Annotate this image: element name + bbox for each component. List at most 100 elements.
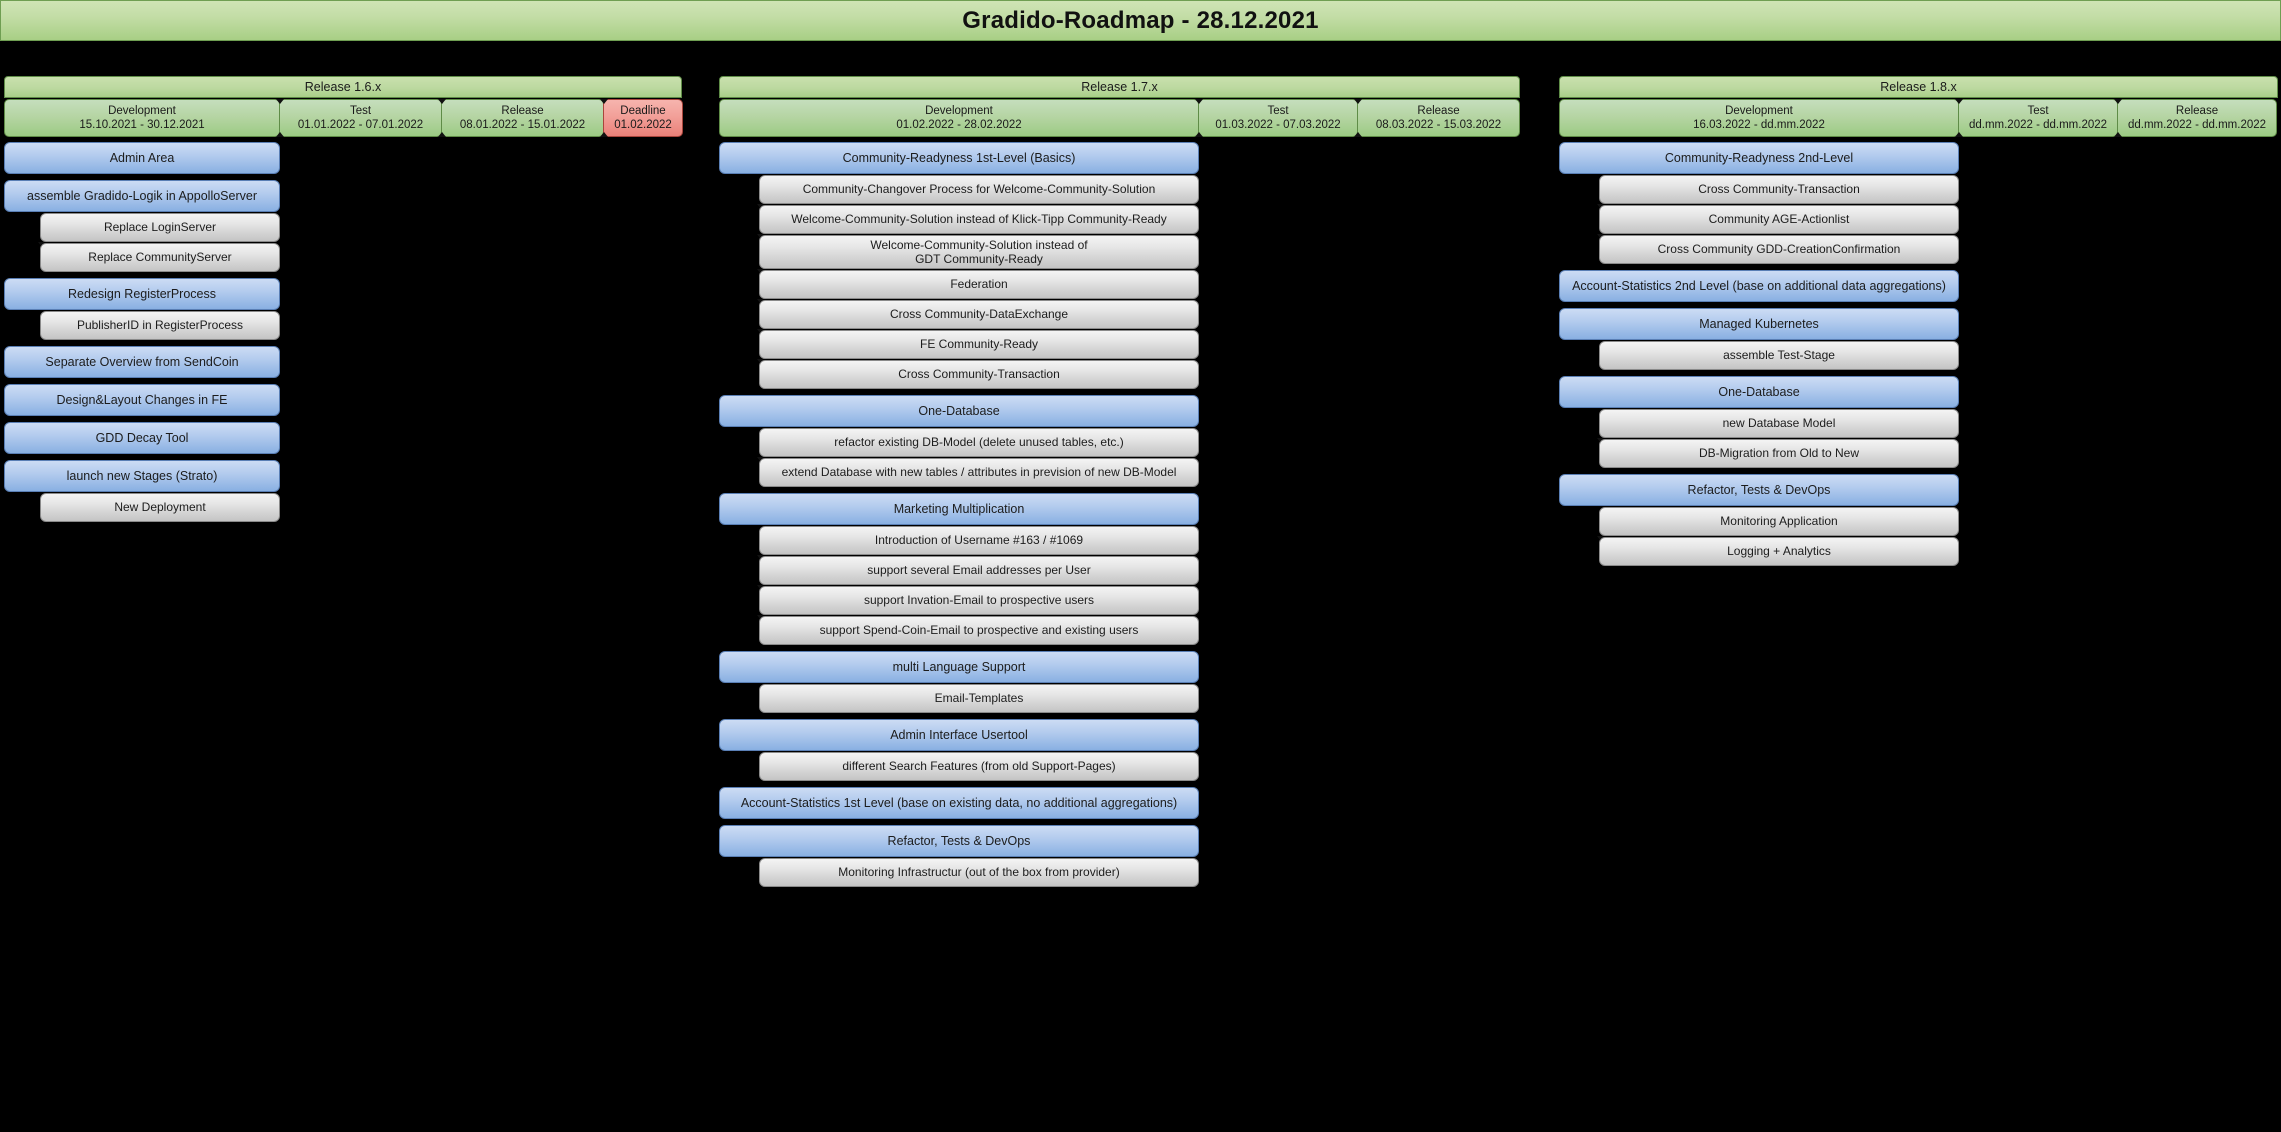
- page-title: Gradido-Roadmap - 28.12.2021: [962, 6, 1319, 34]
- task-sub[interactable]: different Search Features (from old Supp…: [759, 752, 1199, 781]
- task-main[interactable]: Redesign RegisterProcess: [4, 278, 280, 310]
- task-sub[interactable]: DB-Migration from Old to New: [1597, 438, 1959, 468]
- task-group: Managed Kubernetes assemble Test-Stage: [1559, 308, 2278, 370]
- phase-cell[interactable]: Release 08.03.2022 - 15.03.2022: [1354, 99, 1520, 137]
- task-sub[interactable]: New Deployment: [40, 493, 280, 522]
- task-sub[interactable]: Cross Community-DataExchange: [757, 299, 1199, 329]
- task-sub[interactable]: Welcome-Community-Solution instead of Kl…: [757, 204, 1199, 234]
- task-sub[interactable]: Email-Templates: [759, 684, 1199, 713]
- task-sub[interactable]: support Invation-Email to prospective us…: [757, 585, 1199, 615]
- task-sub-label: FE Community-Ready: [919, 337, 1039, 352]
- phase-name: Deadline: [620, 104, 666, 117]
- task-sub[interactable]: Monitoring Application: [1599, 507, 1959, 536]
- task-main[interactable]: Admin Area: [4, 142, 280, 174]
- task-main[interactable]: Managed Kubernetes: [1559, 308, 1959, 340]
- release-header: Release 1.7.x: [719, 76, 1520, 98]
- task-sub[interactable]: Replace CommunityServer: [38, 242, 280, 272]
- task-sub[interactable]: Welcome-Community-Solution instead of GD…: [757, 234, 1199, 269]
- task-sub[interactable]: Cross Community GDD-CreationConfirmation: [1597, 234, 1959, 264]
- task-sub-label: assemble Test-Stage: [1723, 348, 1835, 363]
- task-sub[interactable]: Community AGE-Actionlist: [1597, 204, 1959, 234]
- task-main[interactable]: Separate Overview from SendCoin: [4, 346, 280, 378]
- phase-name: Development: [108, 104, 176, 117]
- phase-cell[interactable]: Test dd.mm.2022 - dd.mm.2022: [1955, 99, 2118, 137]
- phase-deadline[interactable]: Deadline 01.02.2022: [600, 99, 683, 137]
- task-sub[interactable]: FE Community-Ready: [757, 329, 1199, 359]
- phase-dates: 08.03.2022 - 15.03.2022: [1375, 119, 1502, 131]
- phase-dates: dd.mm.2022 - dd.mm.2022: [2127, 119, 2267, 131]
- task-sub-label: extend Database with new tables / attrib…: [781, 465, 1177, 480]
- task-group: Account-Statistics 1st Level (base on ex…: [719, 787, 1520, 819]
- task-main[interactable]: multi Language Support: [719, 651, 1199, 683]
- task-sub[interactable]: Introduction of Username #163 / #1069: [759, 526, 1199, 555]
- release-header: Release 1.6.x: [4, 76, 682, 98]
- task-sub-label: support Spend-Coin-Email to prospective …: [819, 623, 1139, 638]
- task-main[interactable]: Refactor, Tests & DevOps: [1559, 474, 1959, 506]
- task-main[interactable]: Admin Interface Usertool: [719, 719, 1199, 751]
- task-sub-label: Community AGE-Actionlist: [1708, 212, 1850, 227]
- task-sub[interactable]: Replace LoginServer: [40, 213, 280, 242]
- task-sub-label: Federation: [950, 277, 1008, 292]
- phase-dates: 01.02.2022: [614, 119, 672, 131]
- task-main[interactable]: GDD Decay Tool: [4, 422, 280, 454]
- release-name: Release 1.6.x: [304, 80, 382, 94]
- task-sub[interactable]: extend Database with new tables / attrib…: [757, 457, 1199, 487]
- phase-name: Development: [925, 104, 993, 117]
- task-sub[interactable]: Federation: [757, 269, 1199, 299]
- phase-name: Test: [2027, 104, 2049, 117]
- task-sub-label: Replace CommunityServer: [88, 250, 232, 265]
- task-main[interactable]: Marketing Multiplication: [719, 493, 1199, 525]
- page-title-bar: Gradido-Roadmap - 28.12.2021: [0, 0, 2281, 41]
- task-main[interactable]: launch new Stages (Strato): [4, 460, 280, 492]
- task-sub[interactable]: PublisherID in RegisterProcess: [40, 311, 280, 340]
- phase-dates: 08.01.2022 - 15.01.2022: [459, 119, 586, 131]
- task-main[interactable]: assemble Gradido-Logik in AppolloServer: [4, 180, 280, 212]
- phase-dates: 01.02.2022 - 28.02.2022: [896, 119, 1022, 131]
- phase-name: Test: [349, 104, 372, 117]
- task-group: Community-Readyness 1st-Level (Basics)Co…: [719, 142, 1520, 389]
- task-sub[interactable]: support several Email addresses per User: [757, 555, 1199, 585]
- task-sub[interactable]: Community-Changover Process for Welcome-…: [759, 175, 1199, 204]
- phase-cell[interactable]: Release dd.mm.2022 - dd.mm.2022: [2114, 99, 2277, 137]
- task-main[interactable]: Account-Statistics 1st Level (base on ex…: [719, 787, 1199, 819]
- phase-cell[interactable]: Test 01.01.2022 - 07.01.2022: [276, 99, 442, 137]
- task-group: Admin Area: [4, 142, 682, 174]
- task-sub[interactable]: Logging + Analytics: [1597, 536, 1959, 566]
- phase-name: Release: [2175, 104, 2219, 117]
- task-sub-label: Monitoring Infrastructur (out of the box…: [838, 865, 1120, 880]
- task-sub[interactable]: refactor existing DB-Model (delete unuse…: [759, 428, 1199, 457]
- task-main[interactable]: Account-Statistics 2nd Level (base on ad…: [1559, 270, 1959, 302]
- phase-name: Release: [1417, 104, 1460, 117]
- phase-cell[interactable]: Development 01.02.2022 - 28.02.2022: [719, 99, 1199, 137]
- task-sub[interactable]: Cross Community-Transaction: [1599, 175, 1959, 204]
- task-sub[interactable]: assemble Test-Stage: [1599, 341, 1959, 370]
- task-main[interactable]: Design&Layout Changes in FE: [4, 384, 280, 416]
- task-main[interactable]: Community-Readyness 2nd-Level: [1559, 142, 1959, 174]
- task-main[interactable]: One-Database: [719, 395, 1199, 427]
- task-main[interactable]: One-Database: [1559, 376, 1959, 408]
- task-sub[interactable]: Monitoring Infrastructur (out of the box…: [759, 858, 1199, 887]
- task-sub[interactable]: support Spend-Coin-Email to prospective …: [757, 615, 1199, 645]
- task-group: Separate Overview from SendCoin: [4, 346, 682, 378]
- task-sub[interactable]: Cross Community-Transaction: [757, 359, 1199, 389]
- release-header: Release 1.8.x: [1559, 76, 2278, 98]
- release-name: Release 1.8.x: [1880, 80, 1957, 94]
- task-sub-label: Monitoring Application: [1720, 514, 1838, 529]
- task-sub[interactable]: new Database Model: [1599, 409, 1959, 438]
- phase-dates: dd.mm.2022 - dd.mm.2022: [1968, 119, 2108, 131]
- phase-dates: 01.01.2022 - 07.01.2022: [297, 119, 424, 131]
- phase-dates: 16.03.2022 - dd.mm.2022: [1693, 119, 1825, 131]
- task-main[interactable]: Refactor, Tests & DevOps: [719, 825, 1199, 857]
- task-main[interactable]: Community-Readyness 1st-Level (Basics): [719, 142, 1199, 174]
